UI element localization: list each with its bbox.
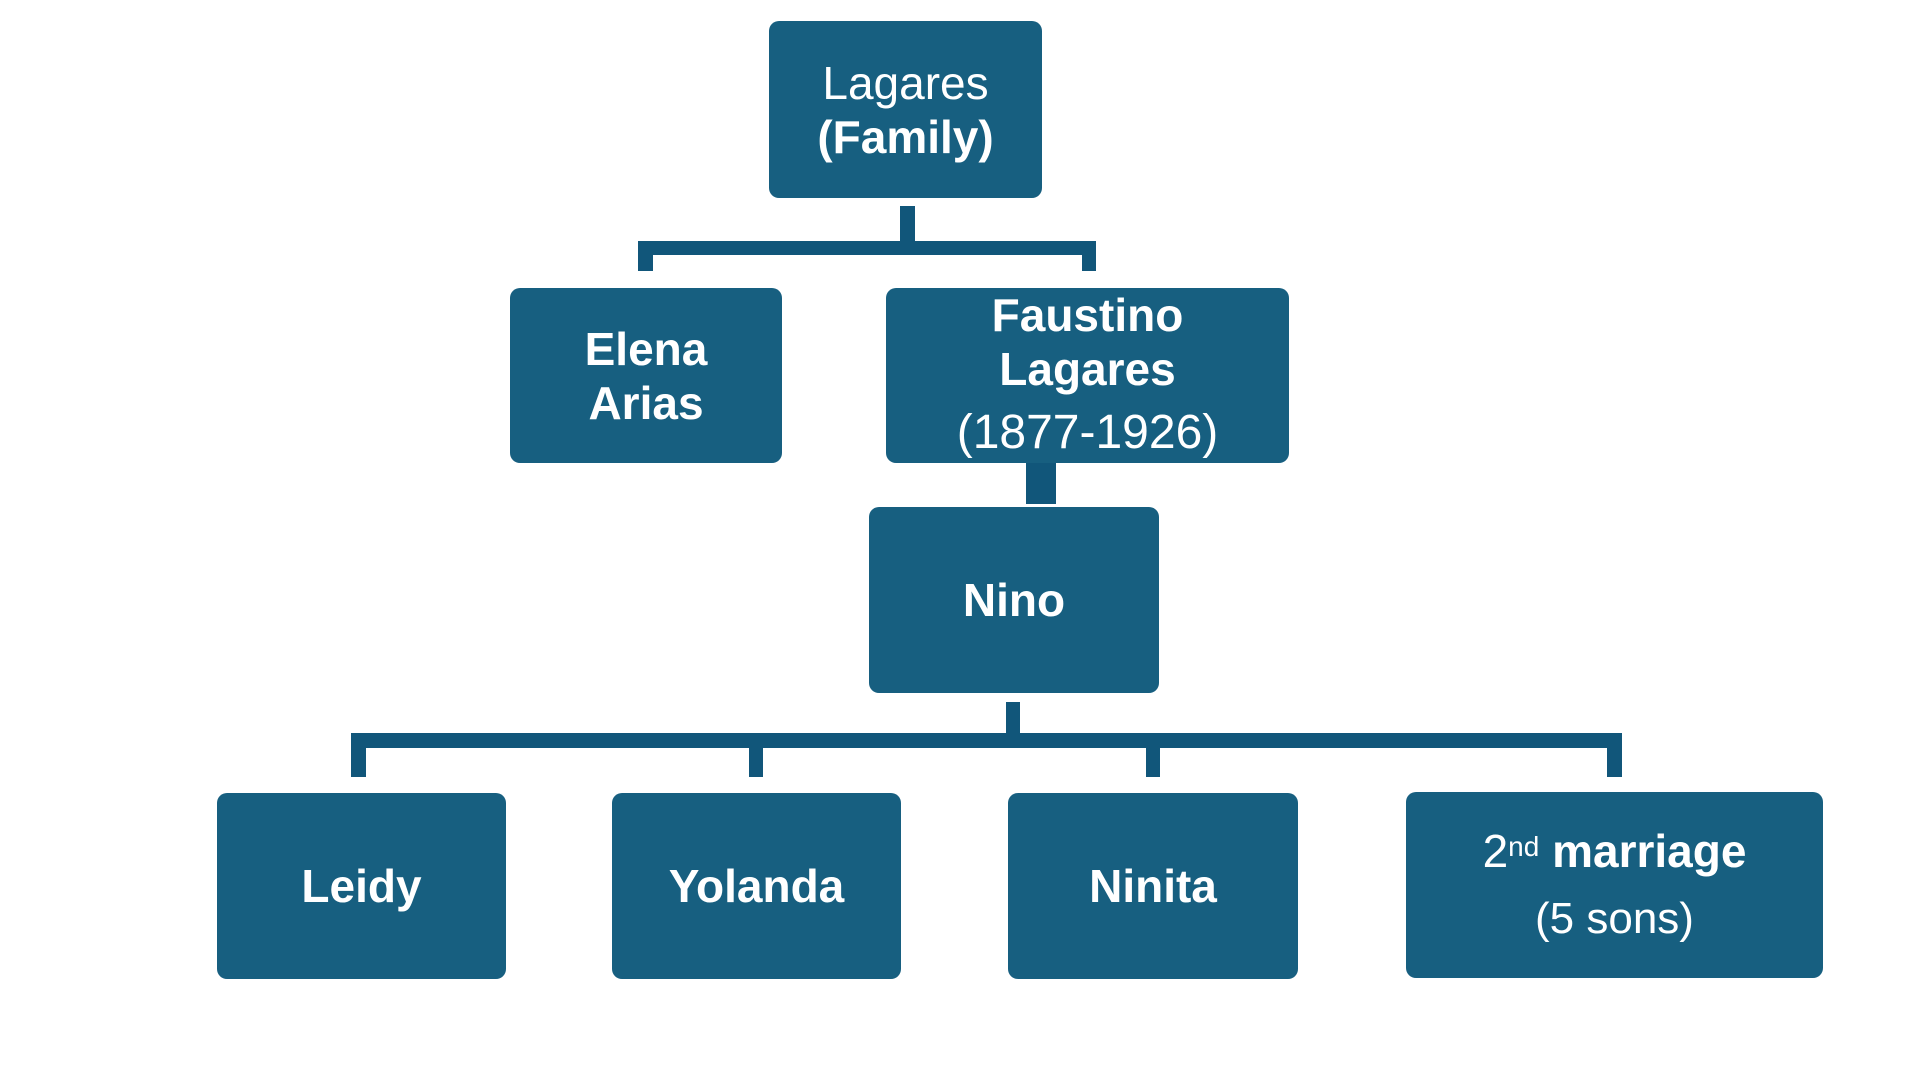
node-label-line1: Ninita (1089, 860, 1217, 912)
marriage-label: marriage (1539, 825, 1747, 877)
ordinal-number: 2 (1482, 825, 1509, 877)
node-faustino-lagares: Faustino Lagares (1877-1926) (886, 288, 1289, 463)
node-label-line1: Yolanda (668, 860, 845, 912)
node-label-line1: Leidy (301, 860, 422, 912)
connector-to-second-marriage (1607, 733, 1622, 777)
ordinal-suffix: nd (1508, 831, 1540, 862)
node-label-line3: (1877-1926) (956, 406, 1219, 459)
connector-faustino-nino (1026, 462, 1056, 504)
node-label-line1: Nino (962, 574, 1066, 626)
node-label-line2: Arias (588, 376, 704, 429)
connector-nino-down (1006, 702, 1020, 740)
connector-to-faustino (1082, 241, 1096, 271)
connector-to-elena (638, 241, 653, 271)
node-label-line1: Lagares (822, 56, 989, 109)
node-leidy: Leidy (217, 793, 506, 979)
connector-to-yolanda (749, 733, 763, 777)
node-label-line1: Elena (584, 322, 708, 375)
node-ninita: Ninita (1008, 793, 1298, 979)
connector-to-leidy (351, 733, 366, 777)
node-lagares-family: Lagares (Family) (769, 21, 1042, 198)
connector-gen3-bar (351, 733, 1622, 748)
node-label-line2: (Family) (817, 110, 994, 163)
connector-to-ninita (1146, 733, 1160, 777)
node-nino: Nino (869, 507, 1159, 693)
connector-root-down (900, 206, 915, 250)
node-label-line2: Lagares (999, 343, 1176, 395)
node-label-line2: (5 sons) (1535, 894, 1694, 943)
node-elena-arias: Elena Arias (510, 288, 782, 463)
node-yolanda: Yolanda (612, 793, 901, 979)
node-second-marriage: 2nd marriage (5 sons) (1406, 792, 1823, 978)
node-label-line1: 2nd marriage (1483, 824, 1747, 878)
connector-gen1-bar (638, 241, 1096, 255)
node-label-line1: Faustino (991, 289, 1184, 341)
